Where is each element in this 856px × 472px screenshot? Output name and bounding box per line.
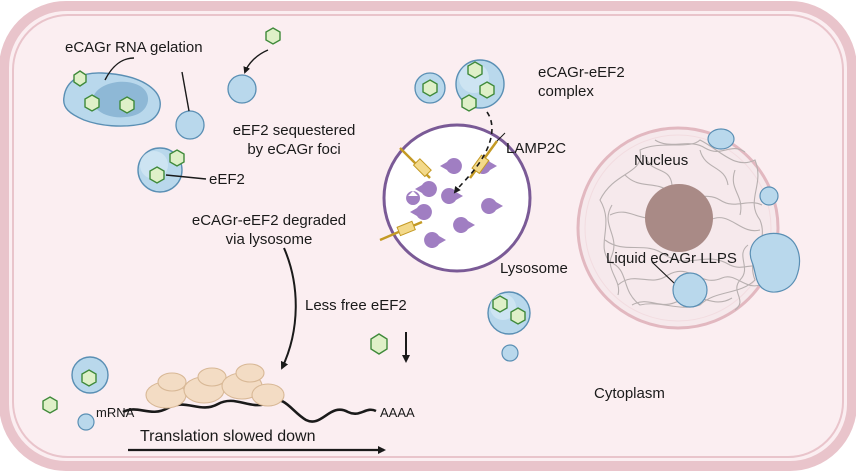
nuclear-droplet-large — [749, 232, 801, 293]
eef2-hexagons — [42, 27, 526, 414]
degradation-to-translation-arrow — [280, 247, 297, 370]
lamp2c-label: LAMP2C — [506, 140, 567, 157]
rna-gelation-label: eCAGr RNA gelation — [65, 39, 203, 56]
complex-label-line2: complex — [538, 83, 594, 100]
mrna-label: mRNA — [96, 405, 135, 420]
less-free-eef2-label: Less free eEF2 — [305, 297, 407, 314]
nucleus — [576, 126, 801, 330]
nuclear-droplet — [672, 272, 708, 308]
sequestered-label-line1: eEF2 sequestered — [232, 122, 356, 139]
lysosome — [379, 111, 532, 273]
translation-label: Translation slowed down — [140, 428, 316, 445]
cell-membrane-inner — [12, 14, 844, 458]
lamp2c-receptor — [379, 220, 423, 242]
small-droplet — [227, 74, 257, 104]
small-droplet — [175, 110, 205, 140]
cytoplasm-label: Cytoplasm — [594, 385, 665, 402]
nuclear-droplet — [707, 128, 735, 150]
lysosome-label: Lysosome — [500, 260, 568, 277]
nucleolus — [645, 184, 713, 252]
sequestered-label-line2: by eCAGr foci — [247, 141, 341, 158]
eef2-label: eEF2 — [209, 171, 245, 188]
liquid-llps-label: Liquid eCAGr LLPS — [606, 250, 737, 267]
lamp2c-receptor — [468, 140, 499, 179]
polya-tail-label: AAAA — [380, 405, 415, 420]
degraded-label-line1: eCAGr-eEF2 degraded — [191, 212, 347, 229]
binding-arrow — [243, 49, 269, 74]
degraded-label-line2: via lysosome — [225, 231, 313, 248]
nuclear-droplet — [759, 186, 779, 206]
ribosomes — [145, 363, 285, 409]
lamp2c-receptor — [399, 147, 432, 179]
nucleus-label: Nucleus — [634, 152, 689, 169]
complex-label-line1: eCAGr-eEF2 — [538, 64, 625, 81]
lysosome-cargo — [406, 191, 421, 205]
